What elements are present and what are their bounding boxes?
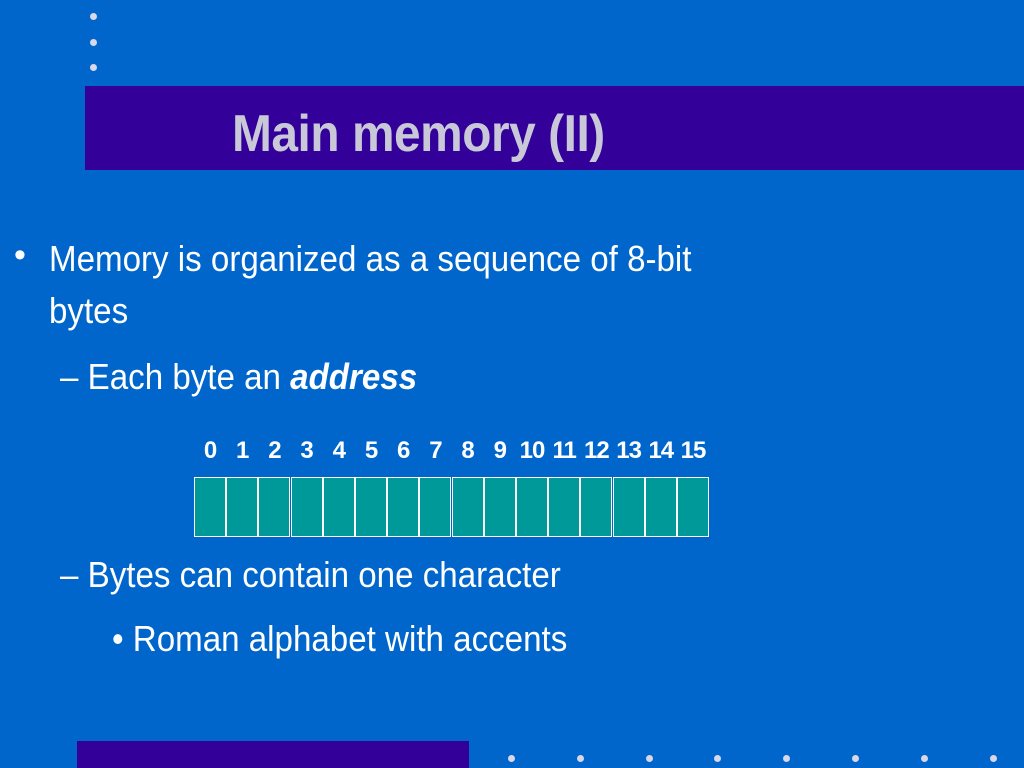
memory-cell-3: [290, 477, 323, 537]
decorative-dot: [645, 755, 653, 762]
sub-bullet-bytes: – Bytes can contain one character: [60, 554, 561, 595]
memory-cell-11: [548, 477, 581, 537]
memory-cell-14: [644, 477, 677, 537]
title-bar: [85, 86, 1024, 170]
address-label-13: 13: [616, 437, 642, 464]
decorative-dot: [920, 755, 928, 762]
decorative-dot: [714, 755, 722, 762]
memory-cell-12: [580, 477, 613, 537]
memory-cell-0: [194, 477, 226, 537]
decorative-dot: [783, 755, 791, 762]
memory-cell-5: [355, 477, 387, 537]
sub-bullet-address: – Each byte an address: [60, 355, 417, 399]
address-label-3: 3: [300, 437, 313, 464]
memory-cell-10: [516, 477, 548, 537]
address-label-14: 14: [648, 437, 674, 464]
decorative-dot: [989, 755, 997, 762]
address-label-1: 1: [236, 437, 249, 464]
address-label-4: 4: [332, 437, 346, 464]
bottom-bar: [77, 741, 469, 768]
address-label-9: 9: [493, 437, 507, 464]
subsub-bullet-roman: • Roman alphabet with accents: [112, 618, 568, 659]
address-label-8: 8: [461, 437, 474, 464]
address-label-15: 15: [680, 437, 707, 464]
decorative-dot: [90, 64, 97, 71]
address-label-6: 6: [397, 437, 410, 464]
memory-cell-2: [258, 477, 291, 537]
decorative-dot: [90, 39, 97, 46]
memory-cell-8: [451, 477, 484, 537]
bullet-marker: •: [14, 236, 26, 274]
address-label-7: 7: [429, 437, 442, 464]
address-label-0: 0: [203, 437, 217, 464]
memory-cell-13: [612, 477, 645, 537]
decorative-dot: [90, 13, 97, 20]
address-emphasis: address: [290, 356, 418, 397]
memory-cell-7: [419, 477, 452, 537]
decorative-dot: [852, 755, 859, 762]
memory-cell-15: [677, 477, 709, 537]
memory-cell-6: [387, 477, 420, 537]
memory-cell-4: [322, 477, 355, 537]
address-label-11: 11: [552, 437, 577, 464]
address-label-12: 12: [584, 437, 610, 464]
slide-title: Main memory (II): [232, 105, 605, 163]
address-label-2: 2: [268, 437, 281, 464]
bullet-line-1: Memory is organized as a sequence of 8-b…: [49, 238, 692, 279]
address-label-5: 5: [364, 437, 378, 464]
memory-cell-1: [226, 477, 259, 537]
address-label-10: 10: [519, 437, 546, 464]
decorative-dot: [576, 755, 584, 762]
memory-cell-9: [483, 477, 516, 537]
sub-bullet-address-text: – Each byte an: [60, 356, 291, 397]
bullet-line-2: bytes: [49, 290, 129, 331]
decorative-dot: [508, 755, 515, 762]
